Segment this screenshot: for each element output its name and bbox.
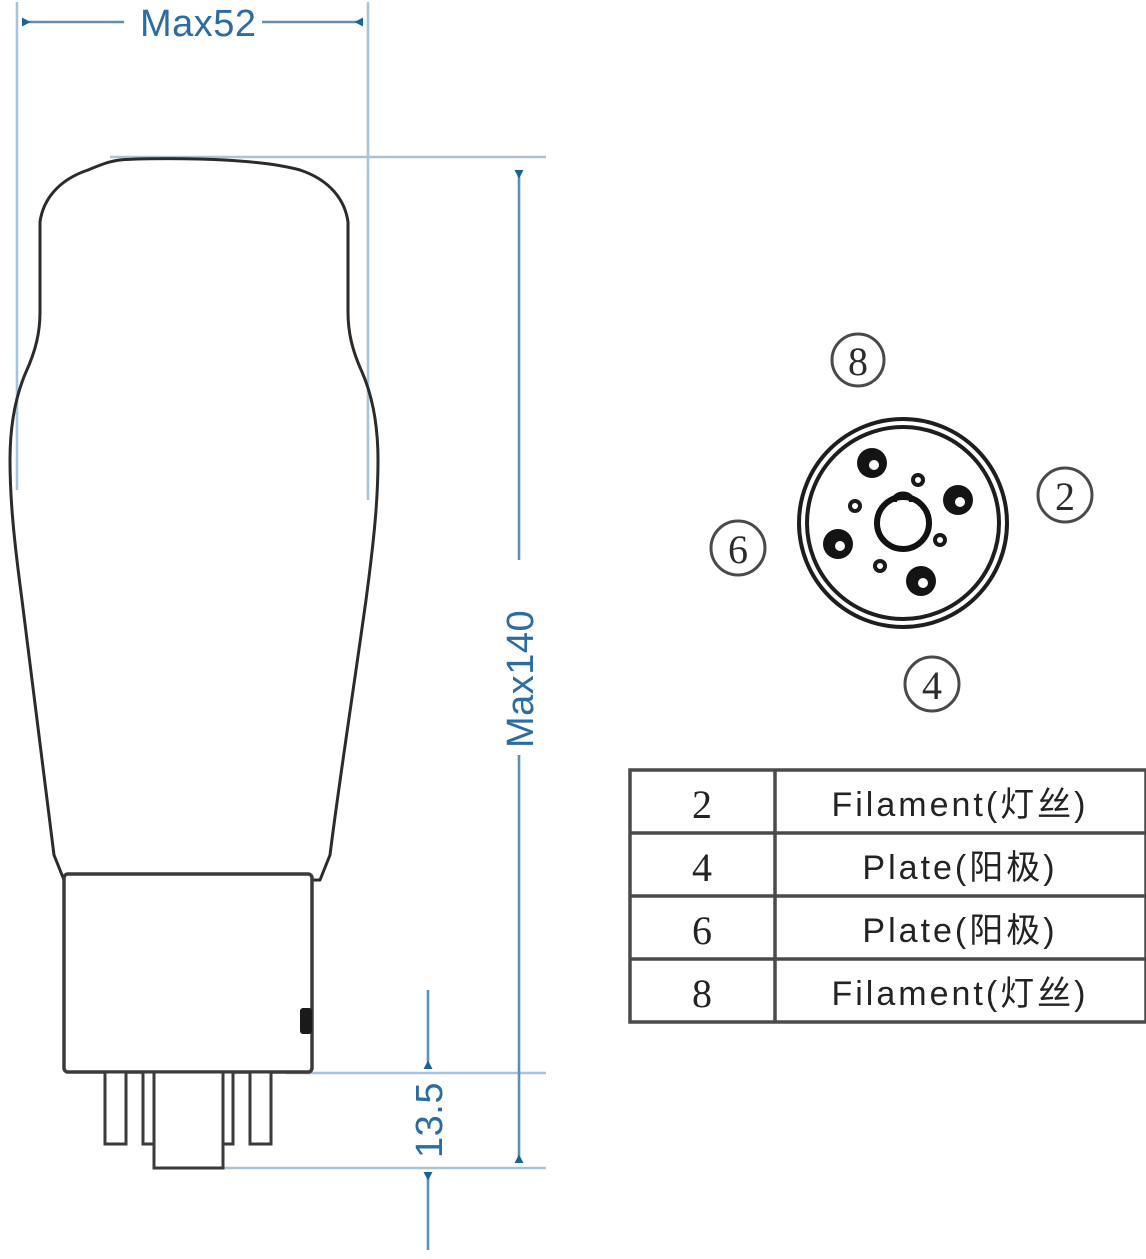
socket-pin-2 xyxy=(943,485,973,515)
table-cell-pin: 6 xyxy=(692,908,712,953)
table-row: 2 Filament(灯丝) xyxy=(692,782,1088,827)
callout-4-circle xyxy=(903,655,961,713)
dimension-max140: Max140 xyxy=(500,170,542,1163)
callout-4: 4 xyxy=(903,655,961,713)
center-post-circle xyxy=(874,494,932,552)
socket-pin-4 xyxy=(906,566,936,596)
table-row: 6 Plate(阳极) xyxy=(692,908,1057,953)
callout-6-label: 6 xyxy=(728,527,748,572)
callout-2: 2 xyxy=(1036,466,1094,524)
dim135-label: 13.5 xyxy=(409,1082,451,1158)
socket-small-holes xyxy=(848,473,947,573)
callout-4-label: 4 xyxy=(922,663,942,708)
socket-small-hole-5 xyxy=(873,559,887,573)
base-pins xyxy=(103,1070,273,1170)
center-post-notch xyxy=(891,491,915,503)
table-cell-pin: 4 xyxy=(692,845,712,890)
table-cell-function: Plate(阳极) xyxy=(862,849,1057,887)
socket-small-hole-1 xyxy=(911,473,925,487)
socket-small-hole-3 xyxy=(933,533,947,547)
tube-base xyxy=(62,872,314,1074)
table-row: 4 Plate(阳极) xyxy=(692,845,1057,890)
socket-center-key-icon xyxy=(874,491,932,552)
socket-inner-ring xyxy=(805,425,1001,621)
pin-function-table: 2 Filament(灯丝) 4 Plate(阳极) 6 Plate(阳极) 8… xyxy=(628,768,1146,1024)
table-cell-function: Filament(灯丝) xyxy=(831,786,1088,824)
table-cell-function: Plate(阳极) xyxy=(862,912,1057,950)
callout-2-circle xyxy=(1036,466,1094,524)
pin-outer-left xyxy=(103,1070,128,1146)
socket-pin-8 xyxy=(857,448,887,478)
table-cell-pin: 2 xyxy=(692,782,712,827)
tube-envelope xyxy=(8,157,380,882)
center-guide-key xyxy=(152,1070,225,1170)
callout-8-circle xyxy=(830,332,886,388)
socket-small-hole-7 xyxy=(848,499,862,513)
max140-label: Max140 xyxy=(500,610,542,748)
callout-2-label: 2 xyxy=(1055,474,1075,519)
table-cell-function: Filament(灯丝) xyxy=(831,975,1088,1013)
socket-pinout-diagram: 8 2 6 4 xyxy=(709,332,1094,713)
table-row: 8 Filament(灯丝) xyxy=(692,971,1088,1016)
dimension-max52: Max52 xyxy=(22,3,363,45)
socket-outer-ring xyxy=(797,417,1009,629)
max52-label: Max52 xyxy=(140,3,257,45)
tube-glass-outline xyxy=(8,157,380,882)
pin-outer-right xyxy=(248,1070,273,1146)
callout-8: 8 xyxy=(830,332,886,388)
callout-8-label: 8 xyxy=(848,339,868,384)
dimension-13-5: 13.5 xyxy=(409,990,451,1250)
callout-6: 6 xyxy=(709,519,767,577)
base-key-tab-icon xyxy=(300,1008,312,1034)
base-body xyxy=(62,872,314,1074)
extension-lines xyxy=(15,2,546,1170)
callout-6-circle xyxy=(709,519,767,577)
socket-large-pins xyxy=(823,448,973,596)
socket-callouts: 8 2 6 4 xyxy=(709,332,1094,713)
socket-pin-6 xyxy=(823,529,853,559)
table-cell-pin: 8 xyxy=(692,971,712,1016)
